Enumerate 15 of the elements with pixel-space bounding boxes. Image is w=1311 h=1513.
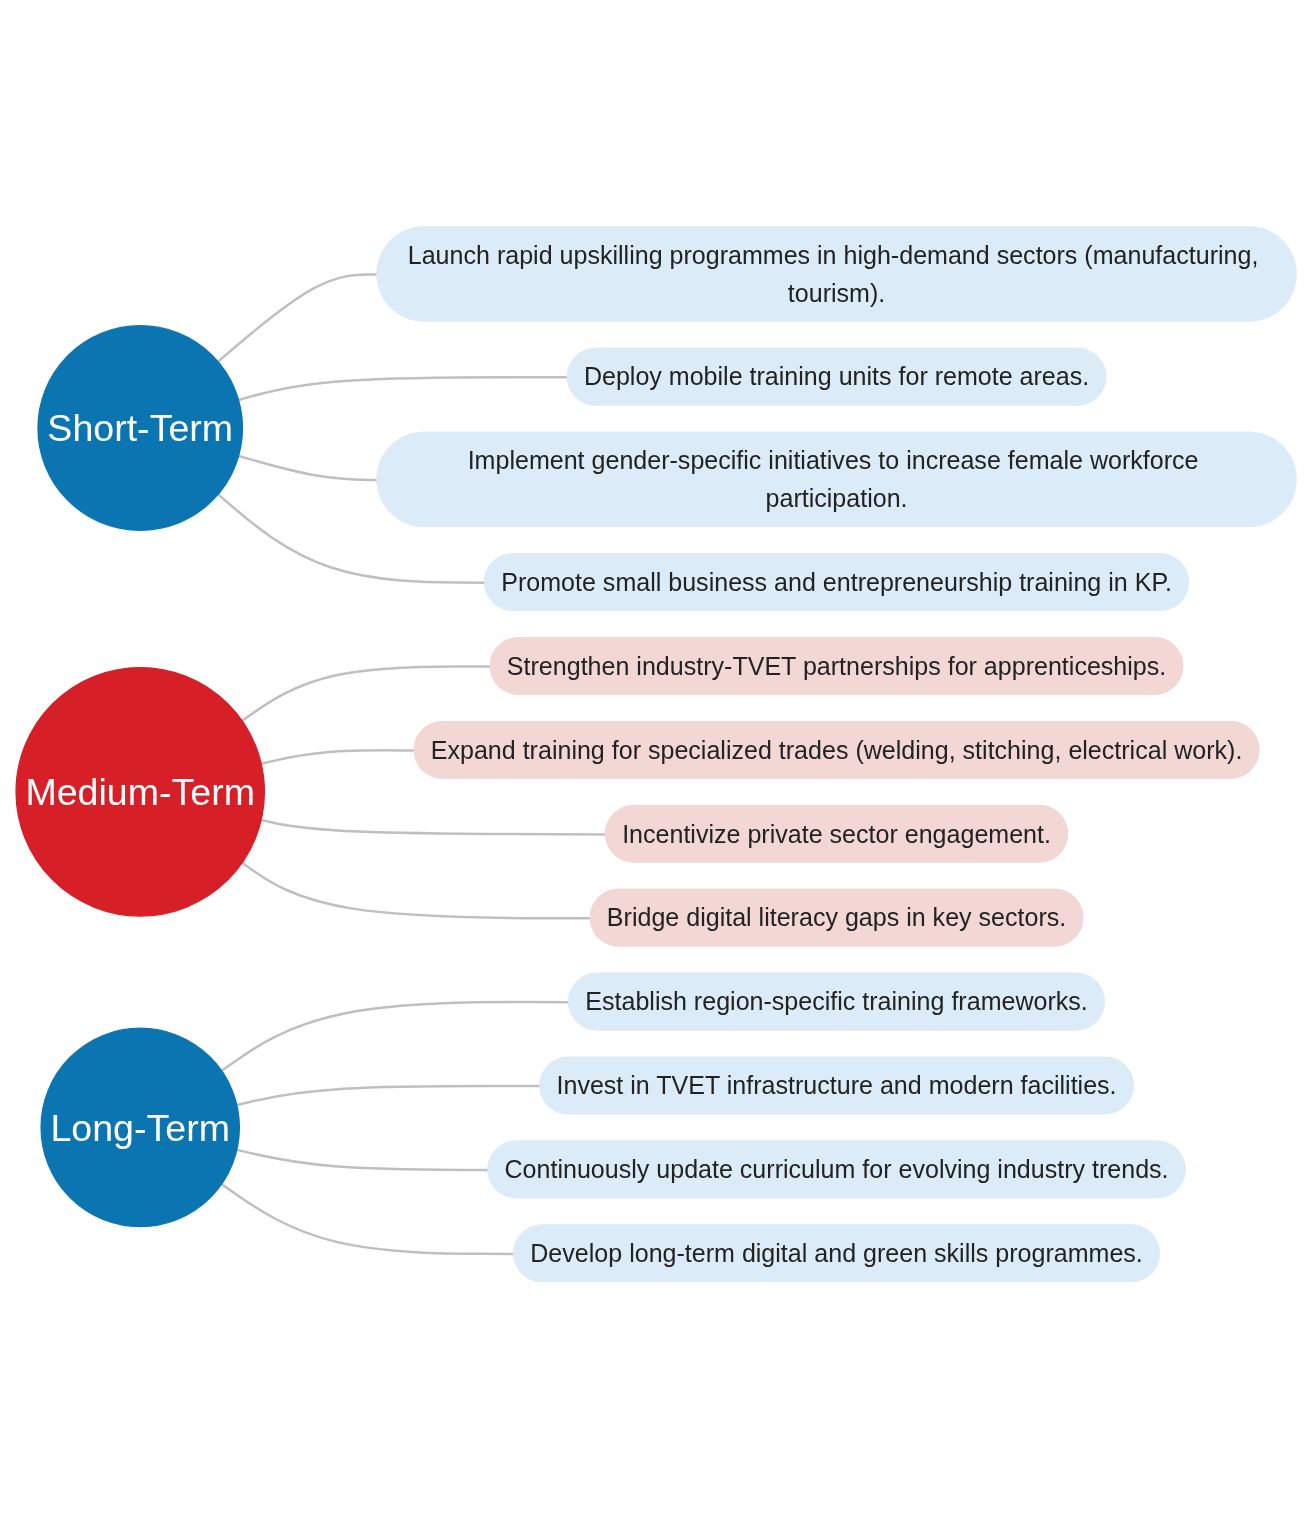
node-circle: Short-Term [36, 325, 243, 532]
connector [240, 665, 491, 723]
connector [220, 1183, 514, 1256]
connector [216, 493, 485, 585]
connector [236, 1084, 541, 1107]
connector [237, 376, 568, 402]
node-circle: Long-Term [39, 1027, 240, 1228]
connector [220, 1001, 569, 1072]
connector [237, 455, 378, 482]
connector [260, 818, 606, 836]
connector [216, 273, 378, 363]
connector [240, 862, 591, 920]
connector [236, 1148, 489, 1172]
connector [260, 749, 415, 766]
node-circle: Medium-Term [14, 667, 265, 917]
